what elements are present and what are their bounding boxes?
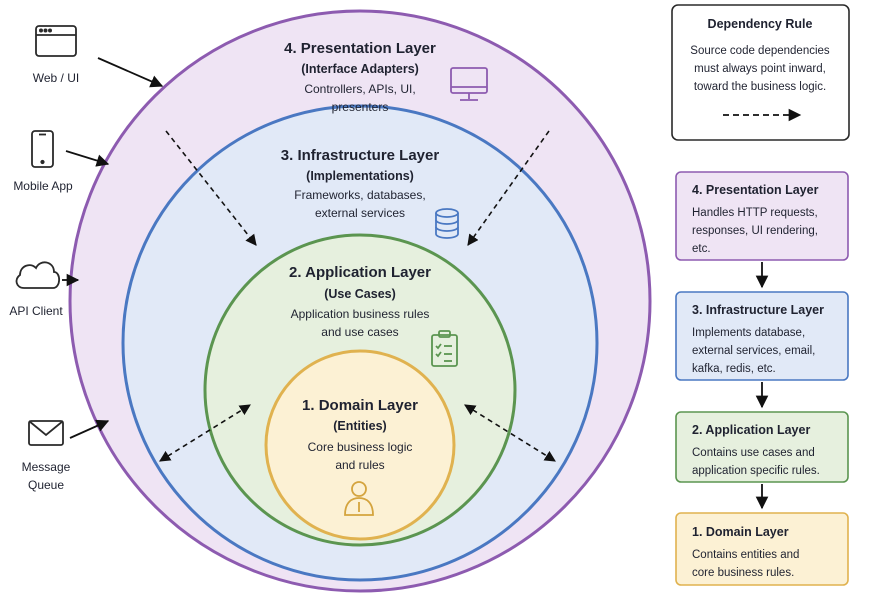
client-label-message-queue-line2: Queue xyxy=(28,478,64,492)
client-arrow-message-queue xyxy=(69,419,110,439)
application-layer-desc-line1: Application business rules xyxy=(291,307,430,321)
presentation-layer-desc-line1: Controllers, APIs, UI, xyxy=(304,82,415,96)
browser-window-icon xyxy=(35,25,77,57)
application-layer-subtitle: (Use Cases) xyxy=(324,287,396,301)
domain-layer-subtitle: (Entities) xyxy=(333,419,386,433)
legend-application-line2: application specific rules. xyxy=(692,465,820,477)
dependency-arrow-top-left xyxy=(165,130,257,246)
legend-application-box: 2. Application Layer Contains use cases … xyxy=(675,411,849,483)
presentation-layer-subtitle: (Interface Adapters) xyxy=(301,62,419,76)
dependency-rule-title: Dependency Rule xyxy=(708,17,813,31)
legend-application-line1: Contains use cases and xyxy=(692,447,815,459)
domain-layer-title: 1. Domain Layer xyxy=(302,397,418,414)
legend-presentation-line1: Handles HTTP requests, xyxy=(692,207,818,219)
client-web-ui: Web / UI xyxy=(33,25,164,88)
user-icon xyxy=(344,481,374,516)
legend-domain-line2: core business rules. xyxy=(692,567,794,579)
legend-infrastructure-line1: Implements database, xyxy=(692,327,805,339)
application-layer-title: 2. Application Layer xyxy=(289,264,431,281)
presentation-layer-desc-line2: presenters xyxy=(332,100,389,114)
legend-presentation-line3: etc. xyxy=(692,243,711,255)
presentation-layer-title: 4. Presentation Layer xyxy=(284,40,436,57)
database-icon xyxy=(435,208,459,239)
client-mobile-app: Mobile App xyxy=(13,130,110,193)
legend-infrastructure-title: 3. Infrastructure Layer xyxy=(692,303,824,317)
legend-domain-title: 1. Domain Layer xyxy=(692,525,789,539)
client-api-client: API Client xyxy=(9,261,80,318)
clipboard-checklist-icon xyxy=(431,330,458,367)
smartphone-icon xyxy=(31,130,54,168)
cloud-icon xyxy=(15,261,61,289)
infrastructure-layer-subtitle: (Implementations) xyxy=(306,169,414,183)
infrastructure-layer-desc-line1: Frameworks, databases, xyxy=(294,188,425,202)
client-arrow-mobile-app xyxy=(65,150,110,167)
client-label-message-queue-line1: Message xyxy=(22,460,71,474)
domain-layer-desc-line1: Core business logic xyxy=(308,440,413,454)
domain-layer-desc-line2: and rules xyxy=(335,458,384,472)
client-arrow-web-ui xyxy=(97,57,164,88)
legend-application-title: 2. Application Layer xyxy=(692,423,810,437)
infrastructure-layer-desc-line2: external services xyxy=(315,206,405,220)
domain-layer-circle xyxy=(264,349,456,541)
envelope-icon xyxy=(28,420,64,446)
legend-presentation-box: 4. Presentation Layer Handles HTTP reque… xyxy=(675,171,849,261)
dependency-rule-box: Dependency Rule Source code dependencies… xyxy=(671,4,850,141)
infrastructure-layer-title: 3. Infrastructure Layer xyxy=(281,147,440,164)
client-label-web-ui: Web / UI xyxy=(33,71,79,85)
legend-domain-box: 1. Domain Layer Contains entities and co… xyxy=(675,512,849,586)
legend-infrastructure-line3: kafka, redis, etc. xyxy=(692,363,776,375)
dependency-arrows xyxy=(159,130,556,462)
dependency-rule-line3: toward the business logic. xyxy=(694,81,826,93)
legend-infrastructure-line2: external services, email, xyxy=(692,345,815,357)
legend-presentation-line2: responses, UI rendering, xyxy=(692,225,818,237)
client-message-queue: Message Queue xyxy=(22,419,110,492)
legend-presentation-title: 4. Presentation Layer xyxy=(692,183,819,197)
client-label-api-client: API Client xyxy=(9,304,63,318)
dependency-rule-line1: Source code dependencies xyxy=(690,45,830,57)
legend-infrastructure-box: 3. Infrastructure Layer Implements datab… xyxy=(675,291,849,381)
dependency-rule-line2: must always point inward, xyxy=(694,63,826,75)
application-layer-desc-line2: and use cases xyxy=(321,325,398,339)
client-label-mobile-app: Mobile App xyxy=(13,179,73,193)
legend-domain-line1: Contains entities and xyxy=(692,549,799,561)
monitor-icon xyxy=(450,67,488,101)
